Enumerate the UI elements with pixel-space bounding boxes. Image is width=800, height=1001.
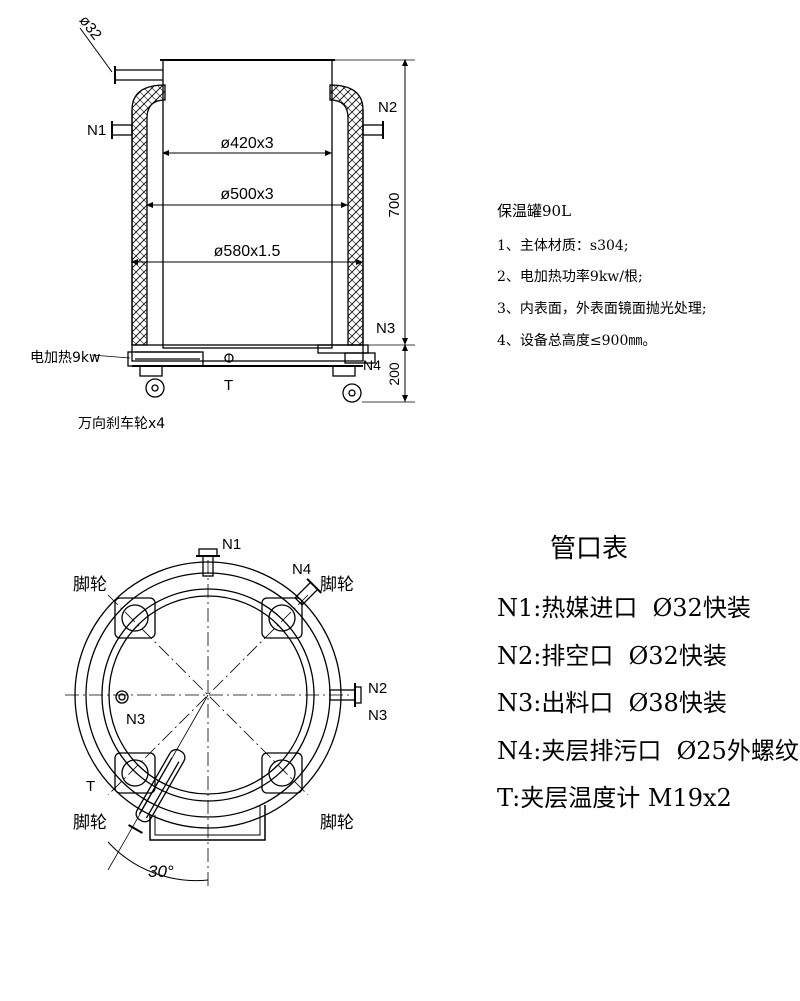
dia-outer-label: ø580x1.5	[214, 243, 281, 260]
side-n2-label: N2	[378, 99, 397, 116]
top-t-label: T	[86, 778, 95, 795]
foot-tl-label: 脚轮	[73, 575, 107, 595]
caster-left	[145, 378, 165, 398]
insulation-left	[131, 84, 166, 346]
foot-pad-tl	[114, 597, 156, 639]
top-n3-left-label: N3	[126, 711, 145, 728]
top-n2-label: N2	[368, 680, 387, 697]
side-t-label: T	[224, 377, 233, 394]
nozzle-row-5: T:夹层温度计 M19x2	[497, 784, 732, 812]
foot-bl-label: 脚轮	[73, 813, 107, 833]
notes-title: 保温罐90L	[497, 202, 571, 220]
note-item-3: 3、内表面，外表面镜面抛光处理;	[497, 301, 707, 317]
insulation-right	[329, 84, 364, 346]
top-view	[65, 548, 362, 890]
height-main-label: 700	[386, 192, 403, 217]
height-leg-label: 200	[386, 362, 402, 386]
foot-pad-tr	[261, 597, 303, 639]
side-view	[79, 27, 415, 403]
nozzle-row-1: N1:热媒进口 Ø32快装	[497, 594, 751, 622]
side-n4-label: N4	[363, 357, 381, 373]
foot-br-label: 脚轮	[320, 813, 354, 833]
top-n4-label: N4	[292, 561, 311, 578]
dia-inner-label: ø420x3	[220, 135, 273, 152]
foot-pad-br	[261, 752, 303, 794]
nozzle-row-3: N3:出料口 Ø38快装	[497, 689, 727, 717]
note-item-1: 1、主体材质：s304;	[497, 238, 629, 254]
note-item-4: 4、设备总高度≤900㎜。	[497, 332, 656, 349]
dia-mid-label: ø500x3	[220, 186, 273, 203]
nozzle-table-title: 管口表	[550, 534, 628, 564]
nozzle-row-4: N4:夹层排污口 Ø25外螺纹	[497, 737, 799, 765]
top-n3-right-label: N3	[368, 707, 387, 724]
caster-right	[342, 383, 362, 403]
inner-body	[162, 59, 333, 349]
pipe-dim-label: ø32	[76, 12, 105, 43]
foot-tr-label: 脚轮	[320, 575, 354, 595]
casters-label: 万向刹车轮x4	[78, 415, 165, 432]
foot-pad-bl	[114, 752, 156, 794]
angle-label: 30°	[148, 862, 174, 881]
side-n3-label: N3	[376, 320, 395, 337]
top-n1-label: N1	[222, 536, 241, 553]
note-item-2: 2、电加热功率9kw/根;	[497, 268, 643, 285]
side-n1-label: N1	[87, 122, 106, 139]
nozzle-row-2: N2:排空口 Ø32快装	[497, 642, 727, 670]
heater-label: 电加热9kw	[30, 350, 100, 366]
